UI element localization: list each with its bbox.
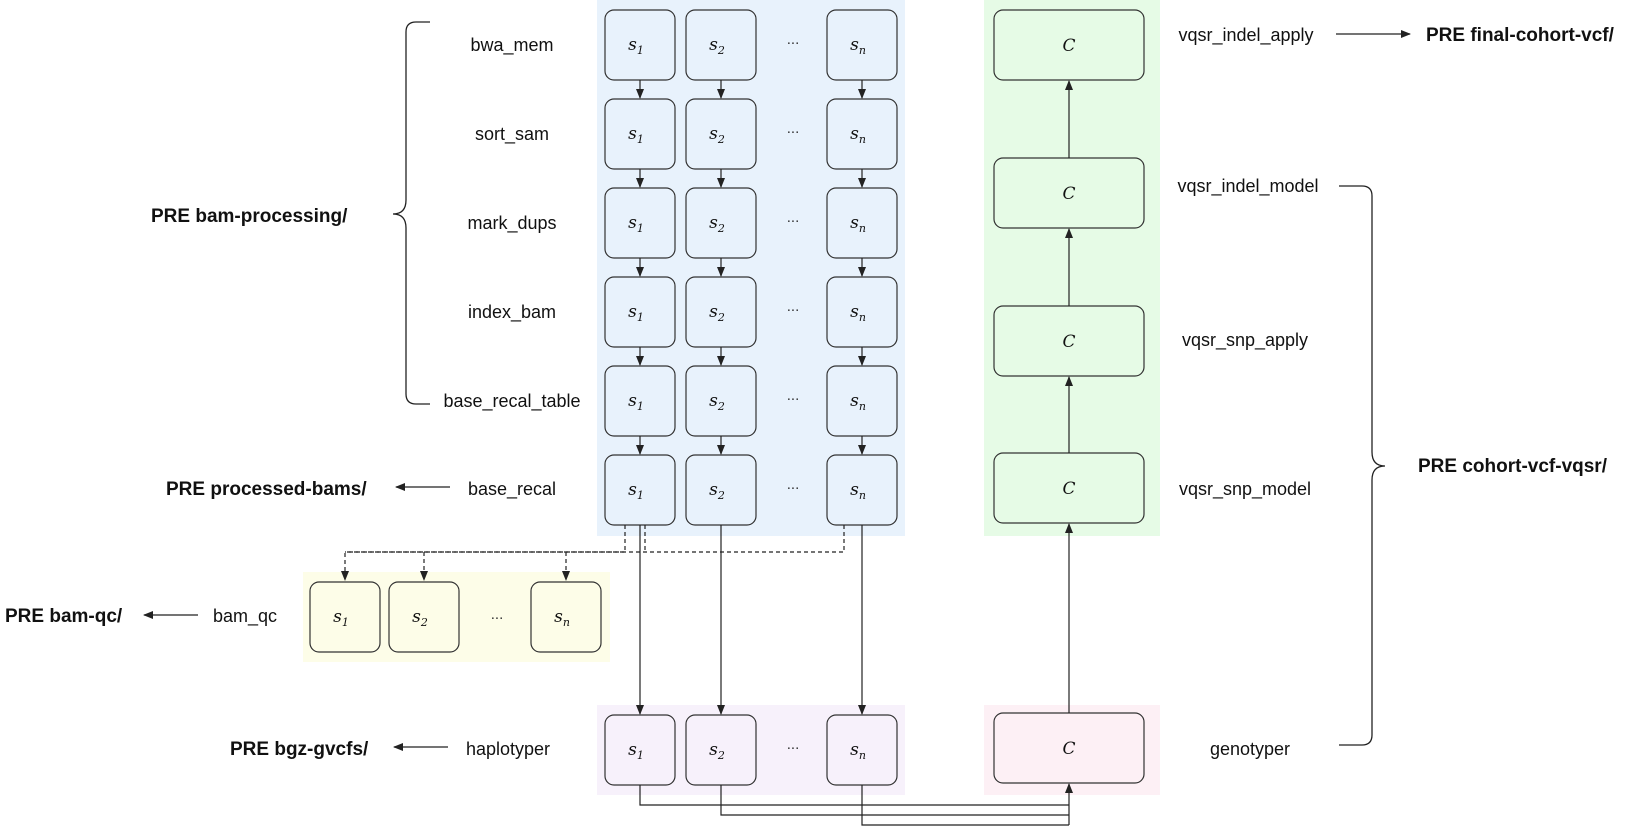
node-haplotyper-s2: s2 xyxy=(685,714,757,786)
node-haplotyper-s1: s1 xyxy=(604,714,676,786)
node-index-bam-s2: s2 xyxy=(685,276,757,348)
node-vqsr-indel-apply-label: C xyxy=(1062,36,1075,56)
prefix-bgz-gvcfs: PRE bgz-gvcfs/ xyxy=(230,739,369,760)
ellipsis-base-recal: ... xyxy=(787,476,800,493)
node-bam-qc-sn: sn xyxy=(530,581,602,653)
node-base-recal-table-sn: sn xyxy=(826,365,898,437)
step-label-vqsr-indel-model: vqsr_indel_model xyxy=(1177,176,1318,197)
prefix-bam-processing: PRE bam-processing/ xyxy=(151,206,348,227)
node-vqsr-snp-model: C xyxy=(993,452,1145,524)
step-label-vqsr-snp-model: vqsr_snp_model xyxy=(1179,479,1311,500)
node-bam-qc-s2-box xyxy=(388,581,460,653)
node-bam-qc-s1-box xyxy=(309,581,381,653)
ellipsis-mark-dups: ... xyxy=(787,209,800,226)
prefix-final-cohort-vcf: PRE final-cohort-vcf/ xyxy=(1426,25,1615,46)
step-label-sort-sam: sort_sam xyxy=(475,124,549,145)
node-bwa-mem-sn: sn xyxy=(826,9,898,81)
prefix-bam-qc: PRE bam-qc/ xyxy=(5,606,123,627)
node-bwa-mem-s2: s2 xyxy=(685,9,757,81)
node-base-recal-s1: s1 xyxy=(604,454,676,526)
ellipsis-base-recal-table: ... xyxy=(787,387,800,404)
node-bam-qc-s2: s2 xyxy=(388,581,460,653)
ellipsis-bam-qc: ... xyxy=(491,606,504,623)
samples-region xyxy=(597,0,905,536)
node-mark-dups-s1: s1 xyxy=(604,187,676,259)
node-sort-sam-s2: s2 xyxy=(685,98,757,170)
node-base-recal-sn: sn xyxy=(826,454,898,526)
step-label-base-recal-table: base_recal_table xyxy=(443,391,580,412)
node-sort-sam-s1: s1 xyxy=(604,98,676,170)
node-vqsr-snp-apply: C xyxy=(993,305,1145,377)
step-label-index-bam: index_bam xyxy=(468,302,556,323)
node-vqsr-indel-apply: C xyxy=(993,9,1145,81)
node-genotyper-label: C xyxy=(1062,739,1075,759)
step-label-vqsr-snp-apply: vqsr_snp_apply xyxy=(1182,330,1308,351)
node-mark-dups-s2: s2 xyxy=(685,187,757,259)
edge-haplotyper-to-genotyper-sn xyxy=(861,785,1069,826)
node-genotyper: C xyxy=(993,712,1145,784)
node-vqsr-snp-model-label: C xyxy=(1062,479,1075,499)
brace-bam-processing xyxy=(392,21,430,405)
ellipsis-bwa-mem: ... xyxy=(787,31,800,48)
node-mark-dups-sn: sn xyxy=(826,187,898,259)
node-base-recal-s2: s2 xyxy=(685,454,757,526)
edge-dashed-qc-2 xyxy=(345,525,845,553)
node-vqsr-indel-model-label: C xyxy=(1062,184,1075,204)
ellipsis-index-bam: ... xyxy=(787,298,800,315)
node-sort-sam-sn: sn xyxy=(826,98,898,170)
step-label-base-recal: base_recal xyxy=(468,479,556,500)
prefix-cohort-vcf-vqsr: PRE cohort-vcf-vqsr/ xyxy=(1418,456,1608,477)
node-index-bam-s1: s1 xyxy=(604,276,676,348)
node-vqsr-indel-model: C xyxy=(993,157,1145,229)
ellipsis-haplotyper: ... xyxy=(787,736,800,753)
step-label-bam-qc: bam_qc xyxy=(213,606,277,627)
node-bam-qc-s1: s1 xyxy=(309,581,381,653)
step-label-vqsr-indel-apply: vqsr_indel_apply xyxy=(1178,25,1313,46)
step-label-mark-dups: mark_dups xyxy=(467,213,556,234)
step-label-genotyper: genotyper xyxy=(1210,739,1290,759)
step-label-bwa-mem: bwa_mem xyxy=(470,35,553,56)
prefix-processed-bams: PRE processed-bams/ xyxy=(166,479,367,500)
node-bwa-mem-s1: s1 xyxy=(604,9,676,81)
node-index-bam-sn: sn xyxy=(826,276,898,348)
node-base-recal-table-s1: s1 xyxy=(604,365,676,437)
node-haplotyper-sn: sn xyxy=(826,714,898,786)
edge-haplotyper-to-genotyper-s2 xyxy=(720,785,1069,816)
node-bam-qc-sn-box xyxy=(530,581,602,653)
brace-cohort-vcf-vqsr xyxy=(1339,185,1386,746)
edge-haplotyper-to-genotyper-s1 xyxy=(639,785,1069,806)
ellipsis-sort-sam: ... xyxy=(787,120,800,137)
edges-layer xyxy=(341,80,1073,826)
node-base-recal-table-s2: s2 xyxy=(685,365,757,437)
node-vqsr-snp-apply-label: C xyxy=(1062,332,1075,352)
step-label-haplotyper: haplotyper xyxy=(466,739,550,759)
